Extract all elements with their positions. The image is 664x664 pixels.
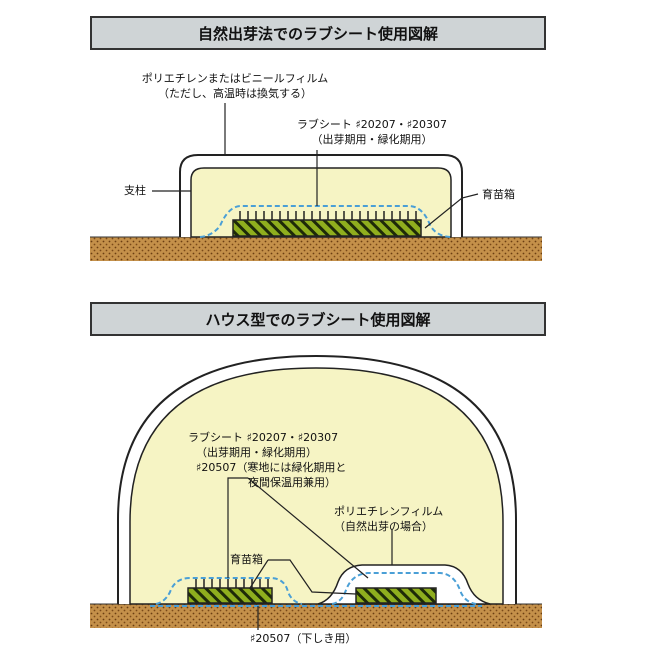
soil-ground-1 [90,237,542,261]
soil-ground-2 [90,604,542,628]
leader-sheet-2a [227,477,248,578]
seedling-sprouts-1 [239,211,417,220]
film-label-2-2: （自然出芽の場合） [334,520,433,533]
box-label-2: 育苗箱 [230,553,263,566]
leader-box-2b [249,559,269,589]
under-label: ♯20507（下しき用） [250,632,357,645]
seedling-box-2a [187,587,273,604]
sheet-label-2-2: （出芽期用・緑化期用） [196,446,317,459]
leader-box-2 [268,559,357,595]
sheet-label-2-1: ラブシート ♯20207・♯20307 [188,431,339,444]
house-film-inner [129,367,504,605]
diagram1 [90,103,542,261]
rab-sheet-dashed-1 [199,205,451,238]
film-label-1: ポリエチレンまたはビニールフィルム [141,72,329,85]
sheet-label-1: ラブシート ♯20207・♯20307 [296,118,448,131]
sheet-label-2-3: ♯20507（寒地には緑化期用と [196,461,347,474]
film-label-2-1: ポリエチレンフィルム [334,505,444,518]
sheet-label-2: （出芽期用・緑化期用） [311,133,433,146]
rab-sheet-dashed-2a [155,577,303,605]
post-label: 支柱 [124,184,146,197]
seedling-sprouts-2 [195,579,269,588]
box-label-1: 育苗箱 [482,188,515,201]
seedling-box-2b [355,587,437,604]
seedling-box-1 [232,219,422,237]
film-label-2: （ただし、高温時は換気する） [158,87,312,100]
diagram1-title-banner: 自然出芽法でのラブシート使用図解 [90,16,546,50]
diagram2-title-banner: ハウス型でのラブシート使用図解 [90,302,546,336]
leader-box-1 [424,193,479,229]
leader-sheet-2b [247,477,369,579]
sheet-label-2-4: 夜間保温用兼用） [248,476,336,489]
rab-sheet-dashed-2b [331,572,477,605]
diagram2 [90,354,542,630]
